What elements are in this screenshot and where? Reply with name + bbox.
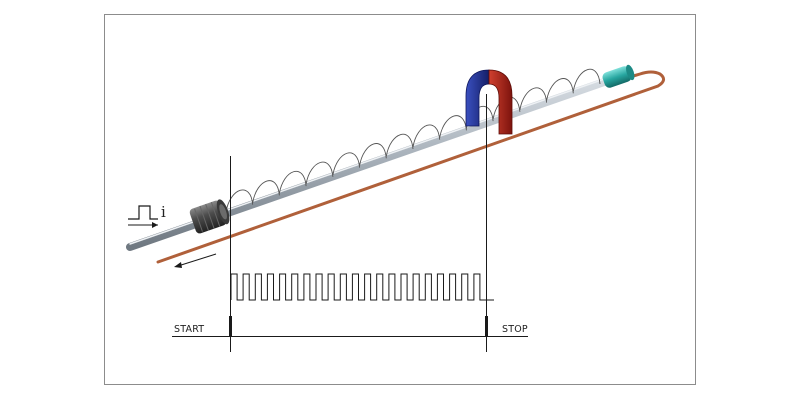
helix-loop bbox=[412, 124, 441, 148]
pulse-train-signal bbox=[230, 273, 486, 301]
current-pulse-symbol: i bbox=[128, 203, 166, 228]
helix-loop bbox=[572, 68, 601, 92]
magnet-south-pole bbox=[488, 69, 513, 135]
helix-loop bbox=[332, 152, 361, 175]
position-magnet bbox=[465, 69, 513, 135]
pickup-coil bbox=[189, 199, 230, 234]
helix-loop bbox=[305, 161, 334, 185]
diagram-frame bbox=[104, 14, 696, 385]
helix-loop bbox=[252, 180, 280, 203]
stop-tick bbox=[485, 316, 488, 336]
magnet-north-pole bbox=[465, 69, 490, 127]
damper bbox=[602, 64, 635, 88]
return-wire bbox=[156, 70, 665, 264]
stop-label: STOP bbox=[502, 324, 528, 335]
start-label: START bbox=[174, 324, 204, 335]
current-label: i bbox=[161, 203, 166, 221]
start-tick bbox=[229, 316, 232, 336]
helix-loop bbox=[519, 87, 548, 110]
return-arrow bbox=[174, 253, 217, 268]
helix-loop bbox=[385, 133, 414, 157]
helix-loop bbox=[359, 143, 387, 166]
helix-loop bbox=[546, 78, 574, 101]
helix-loop bbox=[278, 170, 307, 194]
helix-loop bbox=[225, 189, 254, 213]
helix-loop bbox=[439, 115, 467, 138]
